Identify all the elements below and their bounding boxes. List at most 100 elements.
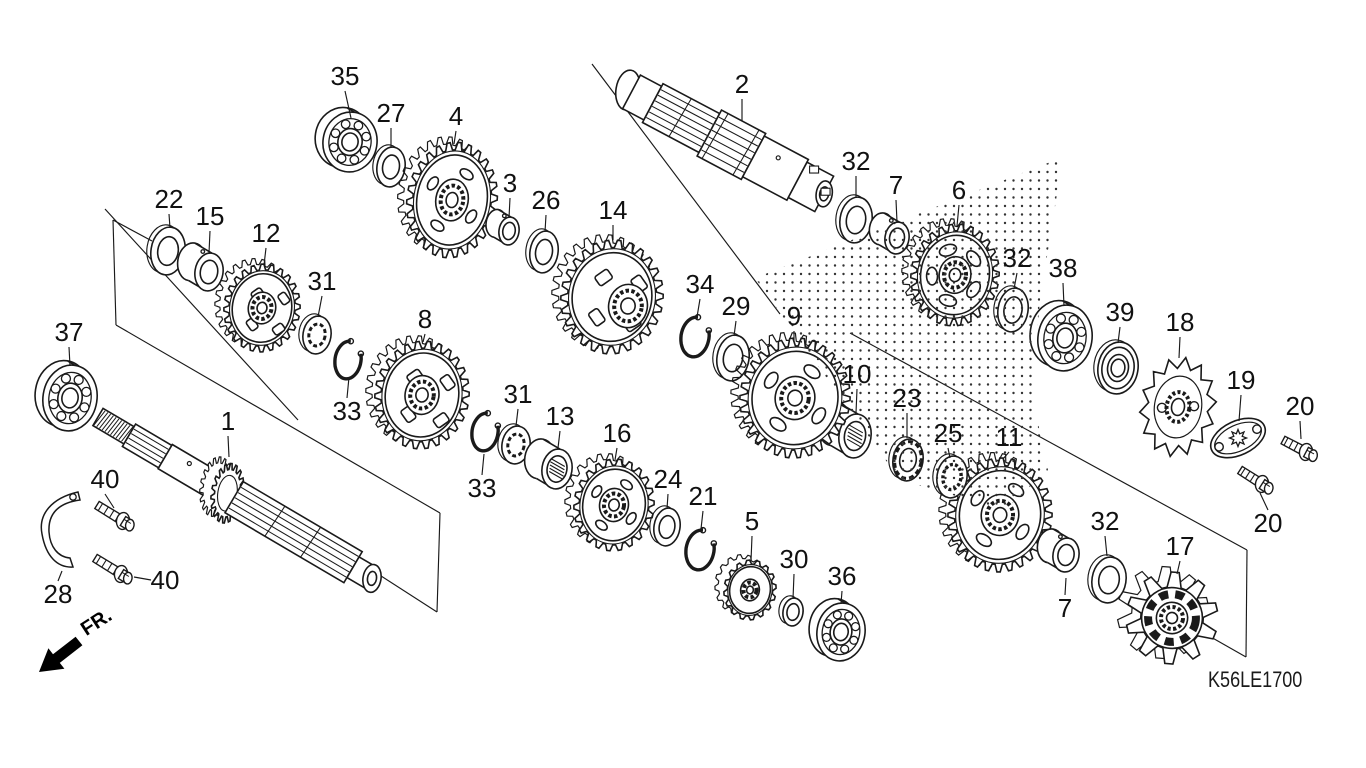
part-number-4: 4 — [449, 101, 463, 131]
leader-line-18 — [1178, 336, 1181, 359]
leader-line-3 — [508, 197, 511, 219]
part-number-9: 9 — [787, 301, 801, 331]
leader-line-7 — [895, 199, 898, 223]
part-number-27: 27 — [377, 98, 406, 128]
leader-line-24 — [666, 493, 669, 510]
bearing-38 — [1029, 299, 1093, 372]
part-number-13: 13 — [546, 401, 575, 431]
plate-19 — [1209, 417, 1267, 459]
needle-bearing-13 — [523, 438, 573, 490]
bearing-36 — [808, 597, 866, 662]
snap-ring-33b — [470, 409, 502, 453]
part-number-25: 25 — [934, 418, 963, 448]
leader-line-4 — [453, 130, 457, 145]
part-number-30: 30 — [780, 544, 809, 574]
leader-line-37 — [68, 346, 71, 367]
part-number-39: 39 — [1106, 297, 1135, 327]
part-number-18: 18 — [1166, 307, 1195, 337]
leader-line-39 — [1117, 326, 1121, 344]
leader-line-16 — [614, 447, 618, 461]
washer-31a — [298, 313, 332, 355]
leader-line-21 — [700, 510, 704, 530]
part-number-32: 32 — [1091, 506, 1120, 536]
washer-27 — [372, 144, 406, 188]
countershaft-2 — [614, 69, 835, 213]
leader-line-40 — [104, 493, 115, 509]
leader-line-29 — [733, 320, 737, 337]
leader-line-13 — [557, 430, 561, 449]
snap-ring-33a — [333, 337, 365, 381]
ring-39 — [1093, 339, 1139, 395]
part-number-32: 32 — [842, 146, 871, 176]
part-number-26: 26 — [532, 185, 561, 215]
leader-line-8 — [422, 333, 426, 343]
part-number-20: 20 — [1254, 508, 1283, 538]
part-number-5: 5 — [745, 506, 759, 536]
snap-ring-21 — [684, 526, 718, 572]
leader-line-33 — [346, 376, 350, 399]
part-number-11: 11 — [996, 422, 1023, 452]
part-number-40: 40 — [151, 565, 180, 595]
part-number-33: 33 — [333, 396, 362, 426]
collar-15 — [176, 242, 224, 292]
leader-line-26 — [544, 214, 547, 233]
washer-24 — [649, 505, 681, 547]
part-number-36: 36 — [828, 561, 857, 591]
part-number-38: 38 — [1049, 253, 1078, 283]
part-number-17: 17 — [1166, 531, 1195, 561]
part-number-31: 31 — [504, 379, 533, 409]
leader-line-15 — [208, 230, 211, 254]
halftone-shading — [755, 157, 1063, 510]
part-number-33: 33 — [468, 473, 497, 503]
part-number-23: 23 — [893, 383, 922, 413]
leader-line-20 — [1259, 492, 1269, 511]
part-number-20: 20 — [1286, 391, 1315, 421]
mainshaft-1 — [91, 407, 382, 594]
leader-line-33 — [481, 453, 485, 476]
gear-12 — [214, 257, 301, 353]
bushing-7b — [1036, 528, 1080, 573]
leader-line-31 — [317, 295, 323, 318]
leader-line-40 — [133, 576, 152, 581]
part-number-37: 37 — [55, 317, 84, 347]
snap-ring-34 — [679, 313, 713, 359]
part-number-35: 35 — [331, 61, 360, 91]
leader-line-1 — [227, 435, 230, 458]
part-number-6: 6 — [952, 175, 966, 205]
collar-3 — [485, 208, 520, 246]
washer-30 — [778, 595, 804, 627]
gear-14 — [551, 234, 665, 355]
bolt-20b — [1236, 465, 1274, 495]
part-number-1: 1 — [221, 406, 235, 436]
leader-line-32 — [1104, 535, 1108, 557]
part-number-8: 8 — [418, 304, 432, 334]
part-number-12: 12 — [252, 218, 281, 248]
leader-line-5 — [750, 535, 753, 562]
bearing-37 — [34, 359, 98, 432]
part-number-19: 19 — [1227, 365, 1256, 395]
gear-5 — [714, 553, 777, 621]
leader-line-19 — [1238, 394, 1242, 422]
leader-line-17 — [1176, 560, 1181, 575]
leader-line-12 — [263, 247, 267, 266]
part-number-16: 16 — [603, 418, 632, 448]
leader-line-36 — [840, 590, 843, 605]
part-number-32: 32 — [1003, 243, 1032, 273]
leader-line-10 — [855, 388, 858, 414]
front-direction-arrow — [39, 636, 83, 672]
bearing-35 — [314, 106, 378, 173]
leader-line-7 — [1064, 577, 1067, 596]
washer-26 — [525, 228, 560, 274]
part-number-10: 10 — [843, 359, 872, 389]
leader-line-25 — [947, 447, 951, 459]
gear-4 — [396, 136, 499, 259]
leader-line-22 — [168, 213, 171, 229]
washer-31b — [497, 423, 531, 465]
part-number-2: 2 — [735, 69, 749, 99]
sprocket-18 — [1138, 355, 1218, 459]
part-number-29: 29 — [722, 291, 751, 321]
gear-8 — [365, 335, 471, 450]
leader-line-20 — [1299, 420, 1302, 440]
leader-line-35 — [344, 90, 352, 119]
